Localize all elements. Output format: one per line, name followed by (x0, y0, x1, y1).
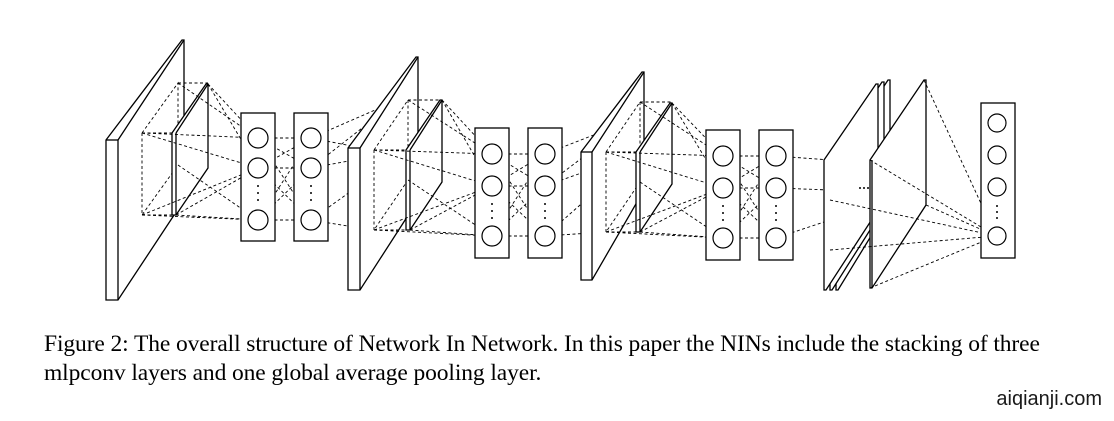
neuron (481, 225, 503, 247)
neuron (481, 175, 503, 197)
neuron (300, 157, 322, 179)
global-average-pooling (823, 79, 1016, 291)
neuron (300, 127, 322, 149)
mlpconv-output-map (171, 83, 209, 216)
nin-diagram: .solid { fill: none; stroke: #000; strok… (105, 39, 1016, 301)
mlpconv-stage-2 (347, 56, 641, 291)
figure-caption: Figure 2: The overall structure of Netwo… (44, 331, 1040, 386)
neuron (534, 143, 556, 165)
ellipsis (859, 187, 869, 189)
neuron (765, 177, 787, 199)
output-neuron (987, 113, 1007, 133)
feature-map (580, 71, 645, 281)
mlpconv-output-map (635, 102, 673, 233)
neuron (300, 209, 322, 231)
neuron (534, 175, 556, 197)
neuron (712, 227, 734, 249)
output-neuron (987, 177, 1007, 197)
vertical-dots (996, 205, 998, 219)
mlpconv-stage-1 (105, 39, 409, 301)
vertical-dots (491, 203, 546, 219)
vertical-dots (722, 205, 777, 221)
neuron (712, 177, 734, 199)
neuron (247, 127, 269, 149)
output-neuron (987, 226, 1007, 246)
neuron (481, 143, 503, 165)
neuron (765, 227, 787, 249)
neuron (712, 145, 734, 167)
vertical-dots (257, 185, 312, 201)
neuron (534, 225, 556, 247)
mlpconv-stage-3 (580, 71, 831, 281)
neuron (765, 145, 787, 167)
neuron (247, 157, 269, 179)
watermark: aiqianji.com (996, 388, 1102, 410)
output-neuron (987, 145, 1007, 165)
neuron (247, 209, 269, 231)
